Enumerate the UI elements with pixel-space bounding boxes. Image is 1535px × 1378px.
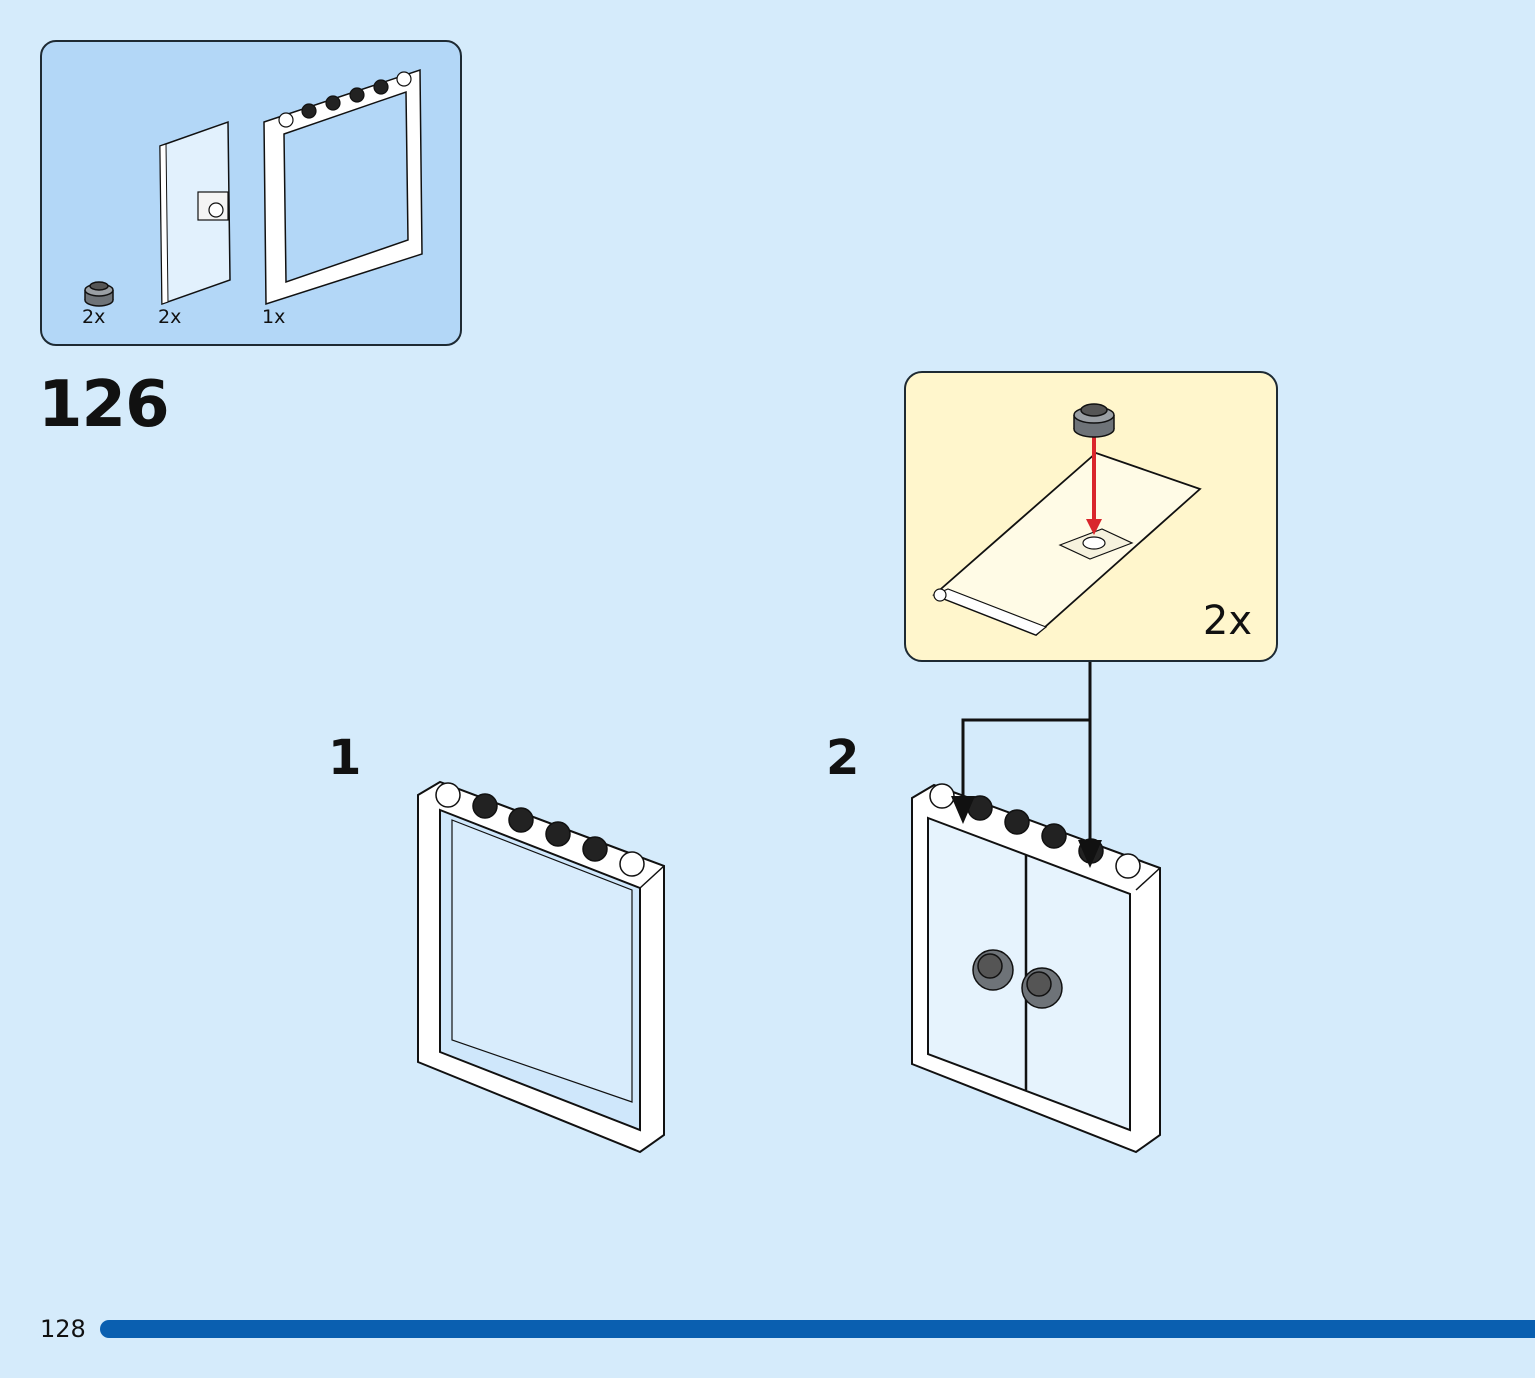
part-qty-window-frame: 1x (262, 306, 286, 328)
door-handle-right-icon (1021, 967, 1063, 1009)
callout-quantity: 2x (1202, 598, 1252, 644)
door-pane-icon (159, 120, 231, 306)
round-plate-icon (1073, 403, 1115, 438)
window-frame-step-1 (417, 780, 665, 1154)
window-frame-icon (263, 68, 423, 306)
substep-2-number: 2 (826, 730, 860, 786)
red-arrow-icon (1086, 435, 1102, 535)
part-qty-round-plate: 2x (82, 306, 106, 328)
substep-1-number: 1 (328, 730, 362, 786)
callout-subassembly: 2x (904, 371, 1278, 662)
parts-illustration (84, 68, 423, 307)
round-plate-icon (84, 281, 114, 307)
callout-illustration (932, 403, 1202, 637)
window-frame-step-2 (911, 783, 1161, 1154)
page-number: 128 (40, 1315, 86, 1343)
step-number: 126 (38, 368, 170, 442)
door-handle-left-icon (972, 949, 1014, 991)
page-progress-bar (100, 1320, 1535, 1338)
part-qty-door-pane: 2x (158, 306, 182, 328)
callout-connector-arrows (951, 662, 1102, 868)
parts-list-panel: 2x 2x 1x (40, 40, 462, 346)
door-pane-flat-icon (932, 451, 1202, 637)
